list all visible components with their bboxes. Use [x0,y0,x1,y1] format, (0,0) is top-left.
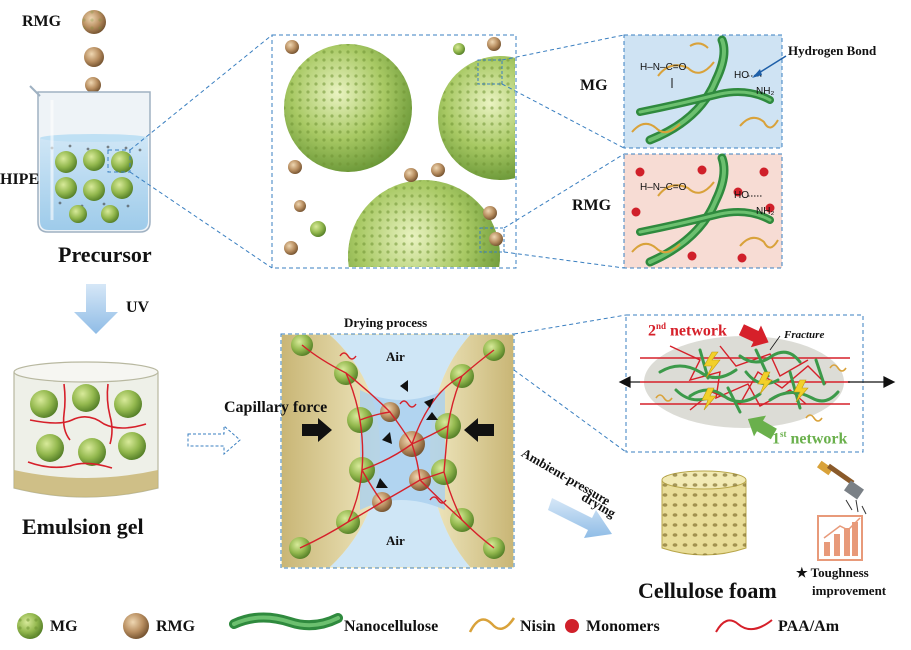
first-network-label: 1st network [772,430,847,447]
hammer-icon [816,460,867,515]
fracture-lightning-icons [701,351,809,411]
tension-arrows [618,376,896,388]
paa-am-icon [715,619,773,633]
hydrogen-bond-label: Hydrogen Bond [788,43,877,58]
zoom-lines-beaker [107,34,273,269]
drying-small-arrows [376,380,438,488]
rmg-ho-group: HO [734,190,749,201]
nisin-icon [468,617,516,633]
capillary-force-arrows [302,418,494,442]
first-network-sup: st [780,429,787,439]
emulsion-gel-cylinder [13,361,159,498]
mg-nh2-group: NH₂ [756,86,775,97]
zoom-panel-hipe [271,34,517,269]
monomers-icon [565,619,579,633]
beaker [29,85,151,233]
rmg-zoom-label: RMG [572,197,612,214]
mg-amide-group: H–N–C=O [640,62,687,73]
first-network-arrow-icon [747,415,777,440]
capillary-force-label: Capillary force [224,399,328,416]
rmg-top-label: RMG [22,13,62,30]
legend-label-nisin: Nisin [520,618,556,635]
air-top-label: Air [386,349,405,364]
legend-label-monomers: Monomers [586,618,660,635]
emulsion-gel-label: Emulsion gel [22,514,144,539]
first-network-num: 1 [772,430,780,448]
legend-label-rmg: RMG [156,618,196,635]
precursor-label: Precursor [58,242,152,267]
second-network-sup: nd [656,321,667,331]
beaker-mg-droplets [55,149,133,223]
network-fracture-panel [618,314,896,453]
zoom-lines-network [513,314,627,453]
rmg-particle-icon [123,613,149,639]
fracture-label: Fracture [784,329,825,341]
legend-label-nanocellulose: Nanocellulose [344,618,439,635]
ambient-drying-arrow [548,498,612,538]
legend-label-mg: MG [50,618,78,635]
air-bottom-label: Air [386,533,405,548]
rmg-particle-icon [84,47,104,67]
cellulose-foam-cylinder [661,470,747,556]
drying-process-panel [280,333,515,569]
second-network-label: 2nd network [648,322,727,339]
legend-label-paa-am: PAA/Am [778,618,840,635]
cellulose-foam-label: Cellulose foam [638,578,777,603]
second-network-word: network [670,322,727,340]
second-network-num: 2 [648,322,656,340]
monomer-dots [631,165,775,263]
mg-molecular-panel [623,34,783,149]
legend-icons [17,612,773,639]
drying-polymer-network [299,344,495,549]
mg-zoom-label: MG [580,77,608,94]
uv-label: UV [126,299,150,316]
hydrogen-bond-pointer [752,55,787,78]
toughness-chart-icon [817,515,863,561]
drying-process-label: Drying process [344,315,428,330]
toughness-label-line2: improvement [812,583,887,598]
zoom-lines-molecular [501,34,625,269]
rmg-amide-group: H–N–C=O [640,182,687,193]
first-network-word: network [790,430,848,448]
dashed-arrow-to-drying [187,424,241,456]
zoom-small-particles [284,37,503,255]
falling-rmg-particles [82,10,106,114]
rmg-molecular-panel [623,153,783,269]
second-network-arrow-icon [738,324,769,348]
toughness-label-line1: ★ Toughness [796,565,869,580]
hipe-label: HIPE [0,171,40,188]
mg-ho-group: HO [734,70,749,81]
rmg-particle-icon [85,77,101,93]
uv-arrow [74,284,118,334]
rmg-nh2-group: NH₂ [756,206,775,217]
